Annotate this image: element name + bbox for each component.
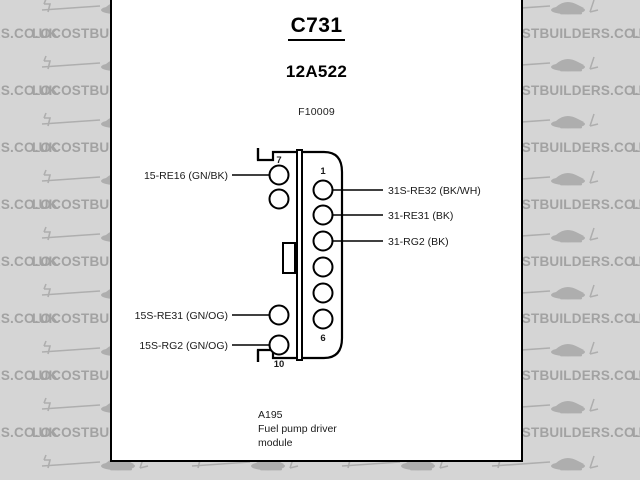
watermark-tile: LOCOSTBUILDERS.CO.UK xyxy=(0,149,58,213)
watermark-tile: LOCOSTBUILDERS.CO.UK xyxy=(632,92,640,156)
watermark-text: LOCOSTBUILDERS.CO.UK xyxy=(0,254,59,269)
watermark-text: LOCOSTBUILDERS.CO.UK xyxy=(0,425,59,440)
watermark-tile: LOCOSTBUILDERS.CO.UK xyxy=(0,206,58,270)
watermark-tile: LOCOSTBUILDERS.CO.UK xyxy=(632,35,640,99)
watermark-tile: LOCOSTBUILDERS.CO.UK xyxy=(0,263,58,327)
watermark-text: LOCOSTBUILDERS.CO.UK xyxy=(0,311,59,326)
watermark-tile: LOCOSTBUILDERS.CO.UK xyxy=(632,206,640,270)
watermark-tile: LOCOSTBUILDERS.CO.UK xyxy=(632,149,640,213)
watermark-text: LOCOSTBUILDERS.CO.UK xyxy=(632,140,640,155)
watermark-text: LOCOSTBUILDERS.CO.UK xyxy=(632,83,640,98)
watermark-text: LOCOSTBUILDERS.CO.UK xyxy=(632,425,640,440)
watermark-tile: LOCOSTBUILDERS.CO.UK xyxy=(0,0,58,42)
watermark-text: LOCOSTBUILDERS.CO.UK xyxy=(632,197,640,212)
drawing-code-text: F10009 xyxy=(298,106,335,118)
watermark-text: LOCOSTBUILDERS.CO.UK xyxy=(632,254,640,269)
watermark-tile: LOCOSTBUILDERS.CO.UK xyxy=(632,263,640,327)
watermark-tile: LOCOSTBUILDERS.CO.UK xyxy=(0,35,58,99)
watermark-text: LOCOSTBUILDERS.CO.UK xyxy=(0,26,59,41)
diagram-panel: C731 12A522 F10009 xyxy=(110,0,523,462)
part-number-text: 12A522 xyxy=(285,62,348,81)
watermark-tile: LOCOSTBUILDERS.CO.UK xyxy=(0,434,32,480)
watermark-tile: LOCOSTBUILDERS.CO.UK xyxy=(632,320,640,384)
watermark-tile: LOCOSTBUILDERS.CO.UK xyxy=(632,0,640,42)
watermark-tile: LOCOSTBUILDERS.CO.UK xyxy=(0,320,58,384)
watermark-text: LOCOSTBUILDERS.CO.UK xyxy=(0,368,59,383)
connector-id-text: C731 xyxy=(287,14,346,41)
watermark-tile: LOCOSTBUILDERS.CO.UK xyxy=(0,377,58,441)
watermark-tile: LOCOSTBUILDERS.CO.UK xyxy=(632,377,640,441)
watermark-text: LOCOSTBUILDERS.CO.UK xyxy=(0,197,59,212)
watermark-tile: LOCOSTBUILDERS.CO.UK xyxy=(632,434,640,480)
watermark-text: LOCOSTBUILDERS.CO.UK xyxy=(0,83,59,98)
watermark-text: LOCOSTBUILDERS.CO.UK xyxy=(0,140,59,155)
page-title: C731 xyxy=(112,14,521,41)
watermark-text: LOCOSTBUILDERS.CO.UK xyxy=(632,26,640,41)
watermark-text: LOCOSTBUILDERS.CO.UK xyxy=(632,311,640,326)
watermark-text: LOCOSTBUILDERS.CO.UK xyxy=(632,368,640,383)
watermark-tile: LOCOSTBUILDERS.CO.UK xyxy=(0,92,58,156)
